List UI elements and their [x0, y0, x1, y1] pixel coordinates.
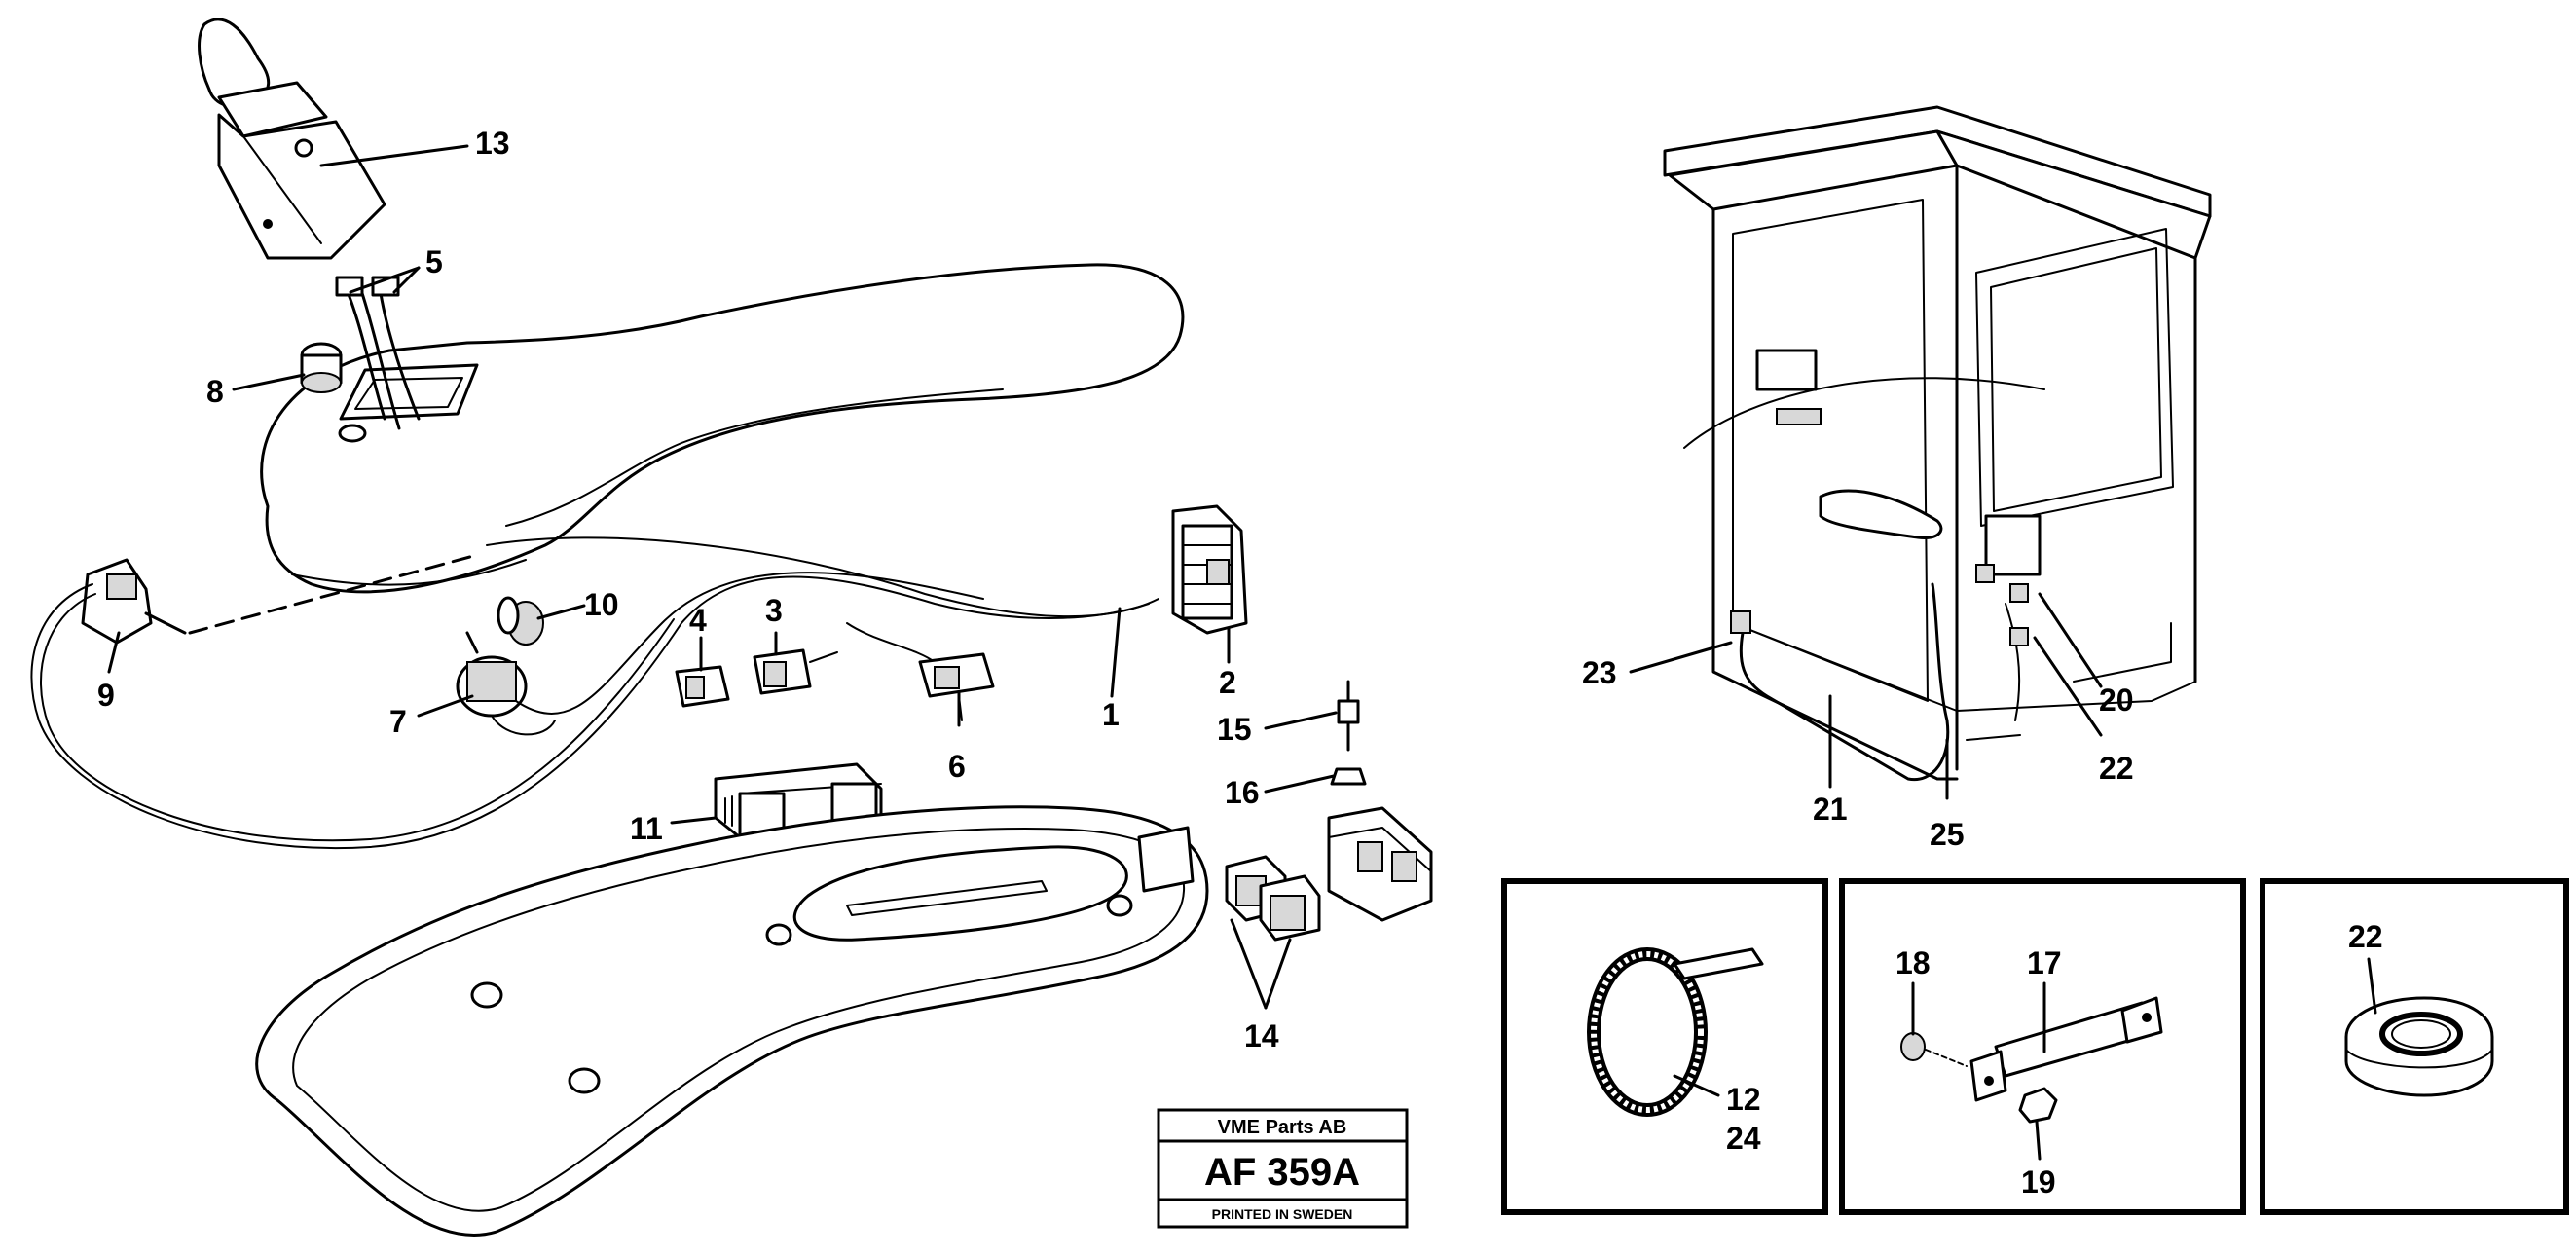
callout-8: 8 — [206, 374, 224, 409]
callout-3: 3 — [765, 593, 783, 628]
callout-12: 12 — [1726, 1082, 1761, 1117]
callout-13: 13 — [475, 126, 510, 161]
connector-4 — [675, 665, 730, 708]
bolt-15 — [1337, 680, 1360, 752]
armrest-base-tray — [255, 805, 1209, 1237]
callout-2: 2 — [1219, 665, 1236, 700]
callout-7: 7 — [389, 704, 407, 739]
knob-8 — [300, 342, 343, 393]
relay-holder-bracket — [1327, 806, 1433, 922]
callout-14: 14 — [1244, 1018, 1279, 1053]
detail-box-clamp — [1839, 878, 2246, 1215]
connector-3 — [753, 648, 838, 695]
callout-6: 6 — [948, 749, 966, 784]
callout-5: 5 — [425, 244, 443, 279]
nut-16 — [1330, 767, 1367, 786]
detail-box-lock-nut — [2260, 878, 2569, 1215]
callout-17: 17 — [2027, 945, 2062, 980]
callout-16: 16 — [1225, 775, 1260, 810]
switch-7 — [456, 631, 556, 736]
title-block: VME Parts AB AF 359A PRINTED IN SWEDEN — [1157, 1108, 1409, 1229]
leader-lines — [107, 144, 2377, 1161]
switch-9 — [81, 553, 479, 645]
callout-10: 10 — [584, 587, 619, 622]
connector-6 — [918, 652, 995, 721]
callout-18: 18 — [1895, 945, 1931, 980]
title-drawing-number: AF 359A — [1204, 1151, 1360, 1194]
relays-14 — [1225, 855, 1321, 942]
cable-harness-1 — [30, 536, 1159, 849]
callout-25: 25 — [1930, 817, 1965, 852]
cab-illustration — [1663, 105, 2212, 782]
callout-22: 22 — [2099, 751, 2134, 786]
callout-labels: 13 5 8 10 9 7 4 3 1 2 6 15 16 11 14 23 2… — [97, 126, 2383, 1200]
callout-20: 20 — [2099, 683, 2134, 718]
joystick-handle-13 — [198, 18, 386, 260]
callout-11: 11 — [630, 811, 663, 846]
plug-2 — [1171, 504, 1248, 635]
title-footer: PRINTED IN SWEDEN — [1212, 1206, 1353, 1222]
callout-1: 1 — [1102, 697, 1120, 732]
callout-9: 9 — [97, 678, 115, 713]
callout-4: 4 — [689, 603, 707, 638]
callout-22-detail: 22 — [2348, 919, 2383, 954]
knob-10 — [497, 596, 544, 646]
callout-21: 21 — [1813, 792, 1848, 827]
callout-24: 24 — [1726, 1121, 1761, 1156]
title-company: VME Parts AB — [1218, 1117, 1347, 1138]
callout-19: 19 — [2021, 1164, 2056, 1200]
callout-23: 23 — [1582, 655, 1617, 690]
callout-15: 15 — [1217, 712, 1252, 747]
detail-box-cable-tie — [1501, 878, 1828, 1215]
